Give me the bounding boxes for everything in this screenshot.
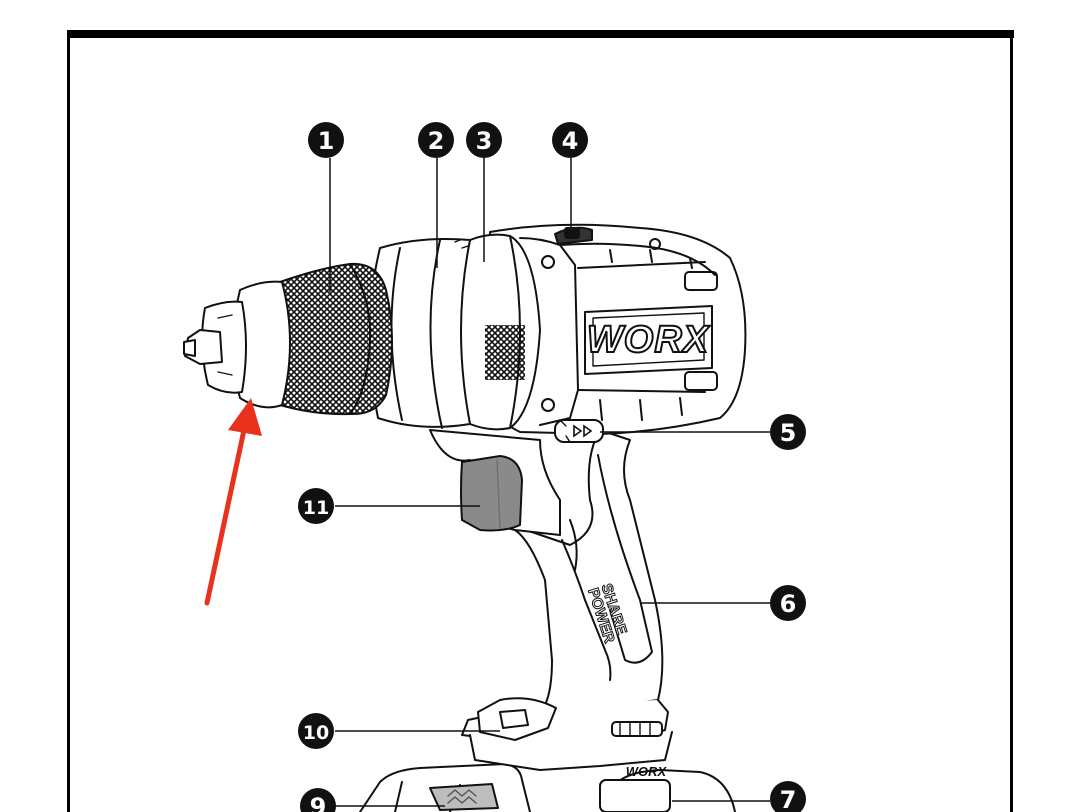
svg-text:1: 1 (318, 127, 335, 155)
svg-text:10: 10 (303, 722, 329, 744)
speed-selector-switch (554, 226, 593, 245)
handle (461, 429, 673, 771)
callout-4: 4 (552, 122, 588, 158)
battery-release-button (429, 783, 499, 811)
svg-text:7: 7 (780, 786, 797, 812)
callout-11: 11 (298, 488, 334, 524)
red-arrow-icon (204, 398, 262, 606)
worx-badge (584, 305, 713, 375)
svg-text:2: 2 (428, 127, 445, 155)
callout-1: 1 (308, 122, 344, 158)
forward-arrows-icon (573, 424, 593, 438)
svg-text:11: 11 (303, 497, 329, 519)
callout-2: 2 (418, 122, 454, 158)
svg-text:5: 5 (780, 419, 797, 447)
svg-text:9: 9 (310, 793, 327, 812)
callout-5: 5 (770, 414, 806, 450)
callout-6: 6 (770, 585, 806, 621)
battery-worx-logo: WORX (626, 764, 668, 779)
svg-text:4: 4 (562, 127, 579, 155)
leader-lines (329, 158, 770, 807)
trigger (429, 429, 561, 536)
worx-logo: WORX (587, 319, 711, 361)
belt-clip (477, 697, 557, 741)
svg-text:6: 6 (780, 590, 797, 618)
keyless-chuck (183, 262, 393, 416)
svg-text:3: 3 (476, 127, 493, 155)
page-frame (67, 30, 1014, 812)
torque-collar (459, 233, 541, 431)
callout-3: 3 (466, 122, 502, 158)
callout-9: 9 (300, 788, 336, 812)
forward-reverse-switch (554, 419, 604, 443)
callout-7: 7 (770, 781, 806, 812)
battery-pack (359, 763, 736, 812)
callout-10: 10 (298, 713, 334, 749)
